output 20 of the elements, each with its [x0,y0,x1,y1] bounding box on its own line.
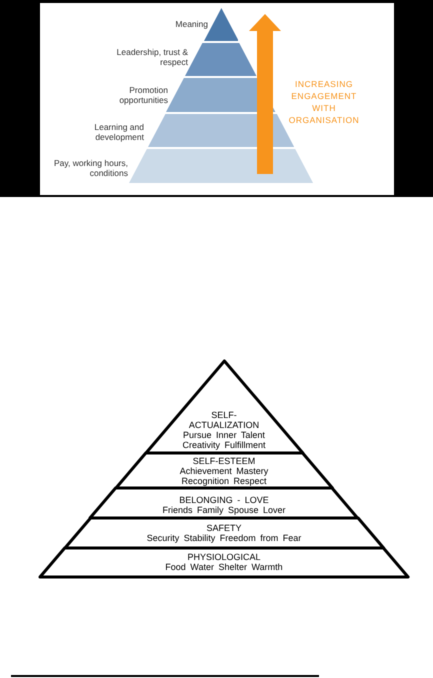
level-description: Food Water Shelter Warmth [165,562,283,572]
level-label: Leadership, trust & respect [116,47,188,67]
level-label: Meaning [175,19,208,29]
level-label: Pay, working hours, conditions [52,158,128,178]
level-title: SELF-ESTEEM [192,456,256,466]
pyramid-level [87,485,361,521]
pyramid-level [112,450,336,491]
pyramid-level [166,78,276,112]
level-label: Learning and development [93,122,144,142]
level-description: Achievement Mastery Recognition Respect [178,466,270,486]
level-label: Promotion opportunities [118,85,168,105]
level-title: SAFETY [206,523,242,533]
level-description: Pursue Inner Talent Creativity Fulfillment [181,430,266,450]
engagement-label: INCREASING ENGAGEMENT WITH ORGANISATION [288,78,360,126]
level-description: Security Stability Freedom from Fear [146,533,302,543]
level-title: SELF-ACTUALIZATION [188,410,260,430]
level-title: BELONGING - LOVE [179,495,269,505]
level-title: PHYSIOLOGICAL [187,552,260,562]
level-description: Friends Family Spouse Lover [162,505,286,515]
pyramid-level [36,545,412,580]
